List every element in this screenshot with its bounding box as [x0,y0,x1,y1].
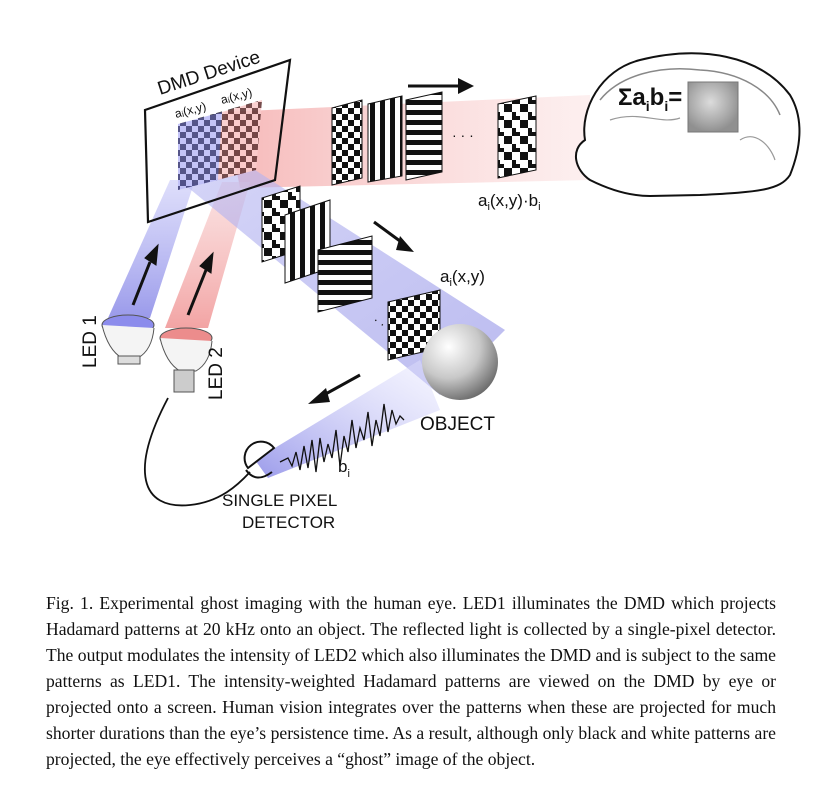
ghost-image [687,81,739,133]
led-arrows [131,243,214,316]
object-sphere [422,324,498,400]
led2-label: LED 2 [206,347,227,400]
dmd-a2-label: aᵢ(x,y) [219,85,253,107]
signal-waveform [279,403,405,473]
single-pixel-detector [243,440,276,479]
arrow-right-icon [408,78,474,94]
led1-bulb [101,314,155,365]
weighted-patterns: · · · ai(x,y)·bi [331,91,541,213]
detector-label-line1: SINGLE PIXEL [222,491,337,510]
aibi-label: ai(x,y)·bi [478,191,541,213]
detector-beam [255,360,440,478]
pattern-dots-top: · · · [452,127,474,143]
experiment-schematic: DMD Device aᵢ(x,y) aᵢ(x,y) · · · ai(x,y)… [80,47,801,532]
hadamard-patterns: · · · ai(x,y) [261,185,485,361]
arrow-down-right-icon [373,220,414,252]
object-label: OBJECT [420,414,495,435]
arrow-down-left-icon [308,373,361,404]
detector-cable [144,397,251,507]
detector-label-line2: DETECTOR [242,513,335,532]
led2-bulb [159,327,213,393]
ai-label: ai(x,y) [440,267,485,289]
led1-label: LED 1 [80,315,101,368]
sum-label: Σaibi= [618,84,682,114]
figure-caption: Fig. 1. Experimental ghost imaging with … [46,592,776,769]
bi-label: bi [338,457,350,480]
